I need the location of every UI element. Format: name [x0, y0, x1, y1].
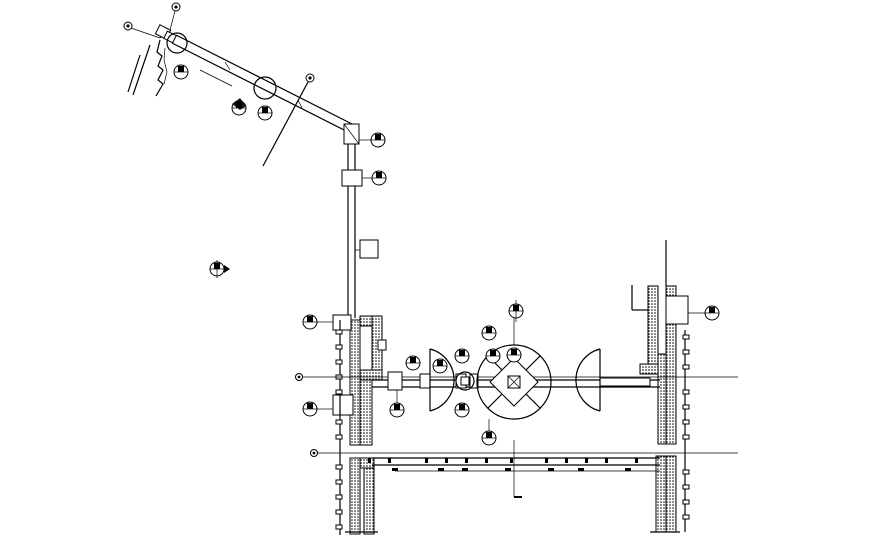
section-marker-icon — [485, 348, 501, 364]
elevation-marker-icon — [508, 300, 524, 322]
section-marker-icon — [173, 64, 189, 80]
section-marker-icon — [506, 347, 522, 363]
right-bay — [575, 348, 601, 412]
section-marker-icon — [362, 170, 387, 186]
section-marker-icon — [481, 325, 497, 341]
stair-edge — [127, 39, 168, 97]
left-wall-block — [332, 314, 387, 535]
section-marker-icon — [257, 105, 273, 121]
section-marker-icon — [231, 98, 247, 116]
rotunda — [476, 316, 552, 420]
left-bay — [429, 348, 455, 412]
vertical-wall — [341, 123, 379, 318]
grid-bubble-icon — [262, 73, 315, 167]
right-teeth — [682, 330, 690, 532]
section-marker-icon — [302, 401, 333, 417]
section-marker-icon — [302, 314, 333, 330]
section-marker-icon — [359, 132, 386, 148]
section-marker-icon — [454, 402, 470, 418]
grid-bubble-icon — [169, 2, 181, 31]
section-marker-icon — [389, 390, 405, 418]
grid-line — [310, 449, 738, 457]
column-ring — [455, 371, 475, 391]
grid-bubble-icon — [123, 21, 161, 39]
right-wall-block — [631, 240, 689, 533]
left-teeth — [335, 320, 343, 535]
section-marker-icon — [688, 305, 720, 321]
elevation-marker-icon — [209, 260, 230, 278]
column-ring — [253, 76, 277, 100]
section-marker-icon — [481, 419, 497, 446]
section-marker-icon — [405, 355, 421, 371]
section-marker-icon — [454, 348, 470, 364]
diagonal-wall — [154, 24, 355, 134]
section-marker-icon — [432, 358, 448, 374]
column-ring — [166, 32, 188, 54]
corridor-ticks — [368, 440, 638, 498]
